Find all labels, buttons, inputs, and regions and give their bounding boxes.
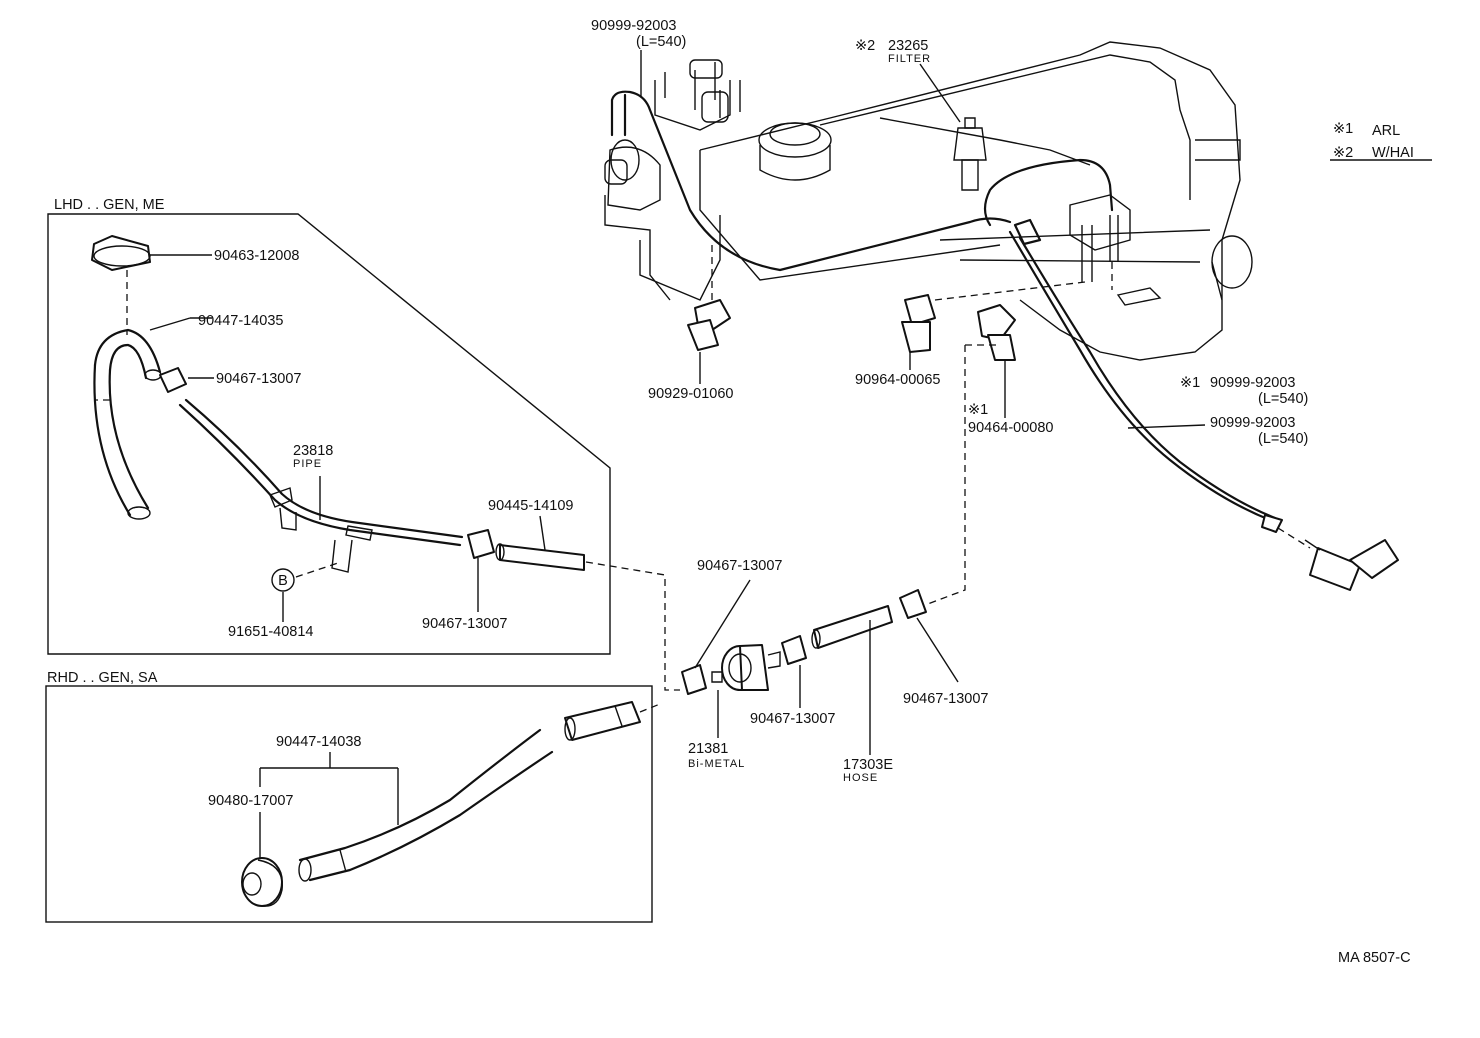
legend-note1-text: ARL (1372, 123, 1400, 139)
callout-90999-std: 90999-92003 (1210, 415, 1295, 431)
callout-filter-name: FILTER (888, 53, 931, 65)
callout-90467-13007-right: 90467-13007 (903, 691, 988, 707)
legend-note1-mark: ※1 (1333, 121, 1353, 137)
legend-note2-text: W/HAI (1372, 145, 1414, 161)
callout-pipe-name: PIPE (293, 458, 322, 470)
callout-90467-13007-lhd: 90467-13007 (216, 371, 301, 387)
bolt-symbol-circle (271, 568, 295, 592)
rhd-box: RHD . . GEN, SA 90447-14038 90480-17007 (45, 670, 661, 923)
callout-90467-13007-lhd2: 90467-13007 (422, 616, 507, 632)
callout-90999-arl: 90999-92003 (1210, 375, 1295, 391)
lhd-box-title: LHD . . GEN, ME (54, 197, 165, 213)
callout-91651-40814: 91651-40814 (228, 624, 313, 640)
leader-filter (919, 63, 961, 123)
middle-assembly: 90467-13007 21381 Bi-METAL 90467-13007 1… (681, 558, 988, 784)
callout-90480-17007: 90480-17007 (208, 793, 293, 809)
drawing-code: MA 8507-C (1338, 950, 1411, 966)
callout-90463-12008: 90463-12008 (214, 248, 299, 264)
clamp-90463 (91, 235, 151, 271)
callout-90999-92003-top: 90999-92003 (591, 18, 676, 34)
bolt-symbol: B (278, 573, 288, 589)
grommet-90480 (241, 857, 283, 907)
callout-90999-arl-length: (L=540) (1258, 391, 1308, 407)
clamp-90467-low (781, 635, 807, 665)
lhd-box: LHD . . GEN, ME 90463-12008 90447-14035 … (47, 197, 680, 691)
callout-90464-mark: ※1 (968, 402, 988, 418)
callout-90467-13007-mid: 90467-13007 (697, 558, 782, 574)
clamp-90467-lhd2 (467, 529, 495, 559)
callout-bimetal-name: Bi-METAL (688, 758, 745, 770)
callout-90929-01060: 90929-01060 (648, 386, 733, 402)
callout-90447-14035: 90447-14035 (198, 313, 283, 329)
legend: ※1 ARL ※2 W/HAI (1330, 121, 1432, 161)
callout-90447-14038: 90447-14038 (276, 734, 361, 750)
callout-filter-mark: ※2 (855, 38, 875, 54)
callout-hose-name: HOSE (843, 772, 878, 784)
callout-90999-arl-mark: ※1 (1180, 375, 1200, 391)
callout-90464-00080: 90464-00080 (968, 420, 1053, 436)
engine-callouts: 90999-92003 (L=540) ※2 23265 FILTER 9092… (591, 18, 1308, 447)
rhd-box-title: RHD . . GEN, SA (47, 670, 158, 686)
hose-17303e (813, 605, 893, 649)
callout-90999-std-length: (L=540) (1258, 431, 1308, 447)
clamp-90467-lhd (159, 367, 187, 393)
callout-filter-number: 23265 (888, 38, 928, 54)
callout-90467-13007-low: 90467-13007 (750, 711, 835, 727)
callout-hose-number: 17303E (843, 757, 893, 773)
callout-bimetal-number: 21381 (688, 741, 728, 757)
callout-90999-92003-top-length: (L=540) (636, 34, 686, 50)
legend-note2-mark: ※2 (1333, 145, 1353, 161)
callout-pipe-number: 23818 (293, 443, 333, 459)
hose-90445 (499, 544, 585, 571)
callout-90964-00065: 90964-00065 (855, 372, 940, 388)
engine-illustration (604, 41, 1399, 606)
clamp-90467-right (899, 589, 927, 619)
callout-90445-14109: 90445-14109 (488, 498, 573, 514)
leader-90999-std (1127, 424, 1206, 429)
clamp-90467-mid (681, 664, 707, 695)
